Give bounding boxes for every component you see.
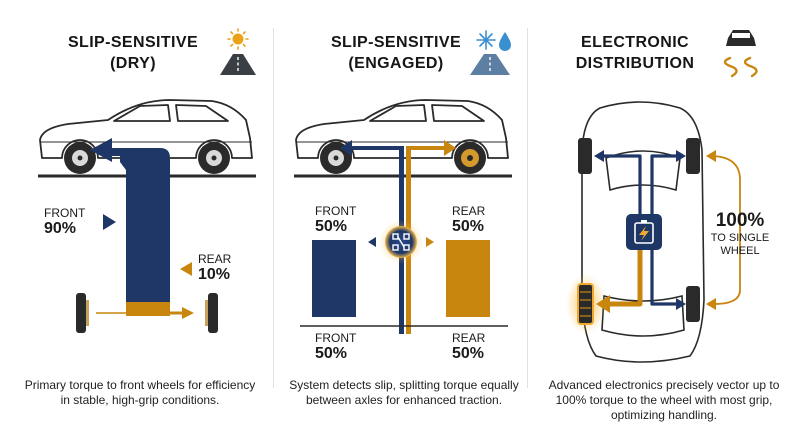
rear-right-torque-path	[650, 250, 680, 306]
title-line2-dry: (DRY)	[110, 55, 156, 72]
title-line1-engaged: SLIP-SENSITIVE	[330, 34, 462, 51]
single-wheel-label: 100% TO SINGLE WHEEL	[700, 210, 780, 258]
front-value-dry: 90%	[44, 220, 77, 237]
bracket-arrow-bottom	[706, 298, 716, 310]
rear-label-bottom-engaged: REAR 50%	[452, 331, 485, 363]
active-wheel-arrowhead	[596, 295, 610, 313]
panel-title-electronic: ELECTRONIC DISTRIBUTION	[560, 32, 710, 74]
front-bar-engaged	[312, 240, 356, 317]
rear-label-dry: REAR 10%	[198, 252, 231, 284]
title-line1-electronic: ELECTRONIC	[581, 34, 689, 51]
tire-front-right	[686, 138, 700, 174]
front-text-top-engaged: FRONT	[315, 204, 357, 218]
front-label-bottom-engaged: FRONT 50%	[315, 331, 356, 363]
rear-text-top-engaged: REAR	[452, 204, 486, 218]
rear-torque-arrow-dry	[96, 302, 194, 319]
rear-value-top-engaged: 50%	[452, 218, 485, 235]
front-right-arrowhead	[676, 150, 686, 162]
rear-label-top-engaged: REAR 50%	[452, 204, 485, 236]
title-line1-dry: SLIP-SENSITIVE	[67, 34, 199, 51]
panel-divider-2	[527, 28, 528, 388]
rear-bar-engaged	[446, 240, 490, 317]
sun-road-icon	[220, 28, 256, 75]
front-text-bottom-engaged: FRONT	[315, 331, 357, 345]
panel-title-engaged: SLIP-SENSITIVE (ENGAGED)	[318, 32, 474, 74]
front-label-dry: FRONT 90%	[44, 206, 85, 238]
panel-divider-1	[273, 28, 274, 388]
wheel-bottom-right-dry	[205, 293, 218, 333]
rear-right-arrowhead	[676, 298, 686, 310]
caption-dry: Primary torque to front wheels for effic…	[24, 378, 256, 407]
rear-value-bottom-engaged: 50%	[452, 345, 485, 362]
active-wheel-torque-path	[606, 250, 643, 307]
skidding-car-icon	[723, 30, 758, 78]
wheel-bottom-left-dry	[76, 293, 89, 333]
wheel-rear-engaged	[454, 142, 486, 174]
car-side-dry	[39, 99, 253, 159]
tire-rear-right	[686, 286, 700, 322]
car-side-engaged	[295, 99, 509, 159]
single-wheel-value: 100%	[715, 210, 765, 231]
wheel-front-dry	[64, 142, 96, 174]
title-line2-engaged: (ENGAGED)	[348, 55, 444, 72]
snow-drop-road-icon	[470, 30, 511, 75]
front-arrow-top-engaged	[340, 140, 404, 156]
front-left-torque-path	[600, 154, 642, 214]
front-pointer-dry	[103, 214, 116, 230]
caption-engaged: System detects slip, splitting torque eq…	[289, 378, 519, 407]
rear-text-bottom-engaged: REAR	[452, 331, 486, 345]
front-left-arrowhead	[594, 150, 604, 162]
front-label-top-engaged: FRONT 50%	[315, 204, 356, 236]
wheel-rear-dry	[198, 142, 230, 174]
rear-value-dry: 10%	[198, 266, 231, 283]
front-text-dry: FRONT	[44, 206, 86, 220]
rear-pointer-dry	[180, 262, 192, 276]
single-wheel-text2: WHEEL	[720, 245, 760, 257]
tire-front-left	[578, 138, 592, 174]
rear-arrow-top-engaged	[406, 140, 456, 156]
battery-bolt-icon	[626, 214, 662, 250]
single-wheel-text1: TO SINGLE	[710, 232, 770, 244]
panel-title-dry: SLIP-SENSITIVE (DRY)	[50, 32, 216, 74]
front-torque-arrow-dry	[90, 138, 170, 302]
title-line2-electronic: DISTRIBUTION	[575, 55, 695, 72]
front-value-bottom-engaged: 50%	[315, 345, 348, 362]
single-wheel-bracket	[709, 155, 741, 305]
tire-rear-left-active	[566, 274, 606, 334]
caption-electronic: Advanced electronics precisely vector up…	[548, 378, 780, 422]
differential-icon	[368, 220, 434, 264]
bracket-arrow-top	[706, 150, 716, 162]
front-right-torque-path	[650, 154, 680, 214]
front-value-top-engaged: 50%	[315, 218, 348, 235]
rear-text-dry: REAR	[198, 252, 232, 266]
